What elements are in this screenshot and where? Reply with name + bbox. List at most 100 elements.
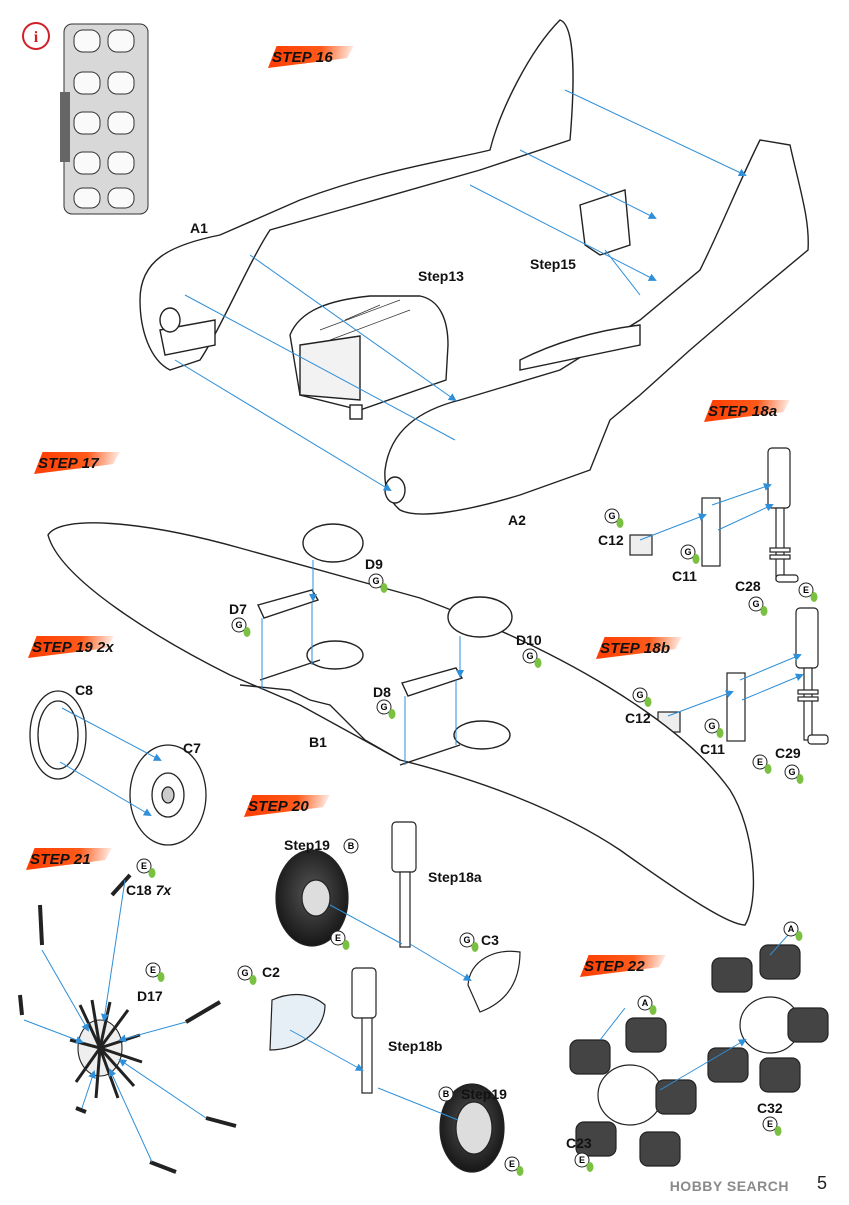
marker-e-d17: E <box>145 962 165 982</box>
label-c18: C18 7x <box>126 882 172 898</box>
watermark: HOBBY SEARCH <box>669 1178 789 1194</box>
svg-text:E: E <box>767 1119 773 1129</box>
label-c23: C23 <box>566 1135 592 1151</box>
label-d10: D10 <box>516 632 542 648</box>
marker-b-step19b: B <box>438 1086 454 1102</box>
label-a2: A2 <box>508 512 526 528</box>
label-c29: C29 <box>775 745 801 761</box>
marker-g-d7: G <box>231 617 251 637</box>
svg-text:E: E <box>803 585 809 595</box>
page-number: 5 <box>816 1173 827 1193</box>
svg-text:G: G <box>463 935 470 945</box>
step21-header: STEP 21 <box>26 848 112 870</box>
step22-header: STEP 22 <box>580 955 666 977</box>
label-c7: C7 <box>183 740 201 756</box>
step16-header: STEP 16 <box>268 46 354 68</box>
svg-text:G: G <box>708 721 715 731</box>
marker-e-c29: E <box>752 754 772 774</box>
label-c8: C8 <box>75 682 93 698</box>
landing-gear-18a <box>629 447 799 583</box>
label-d17: D17 <box>137 988 163 1004</box>
marker-b-step19a: B <box>343 838 359 854</box>
label-step13: Step13 <box>418 268 464 284</box>
fuselage-assembly <box>139 19 809 515</box>
svg-text:G: G <box>608 511 615 521</box>
label-c11-b: C11 <box>700 741 725 757</box>
svg-text:E: E <box>757 757 763 767</box>
marker-e-step20wheel: E <box>330 930 350 950</box>
engine-cylinders-c32 <box>707 944 829 1093</box>
marker-e-c18: E <box>136 858 156 878</box>
step19-quantity: 2x <box>96 638 114 656</box>
wheel-hub-assembly <box>29 690 207 846</box>
label-step19-b: Step19 <box>461 1086 507 1102</box>
step18b-header: STEP 18b <box>596 637 682 659</box>
sprue-markers: G G E G G G G G G G E G B E G G B E E E … <box>136 508 818 1176</box>
marker-g-c12b: G <box>632 687 652 707</box>
svg-text:G: G <box>372 576 379 586</box>
svg-text:G: G <box>636 690 643 700</box>
svg-text:G: G <box>526 651 533 661</box>
marker-e-c32: E <box>762 1116 782 1136</box>
marker-e-step20wheelb: E <box>504 1156 524 1176</box>
label-step15: Step15 <box>530 256 576 272</box>
marker-g-c12a: G <box>604 508 624 528</box>
marker-g-c3: G <box>459 932 479 952</box>
marker-g-c11a: G <box>680 544 700 564</box>
label-c18-quantity: 7x <box>155 882 172 898</box>
label-c12-b: C12 <box>625 710 651 726</box>
landing-gear-18b <box>657 607 829 745</box>
marker-a-c32: A <box>783 921 803 941</box>
label-d8: D8 <box>373 684 391 700</box>
label-b1: B1 <box>309 734 327 750</box>
svg-text:A: A <box>788 924 795 934</box>
svg-text:G: G <box>788 767 795 777</box>
label-step18b: Step18b <box>388 1038 443 1054</box>
label-c3: C3 <box>481 932 499 948</box>
marker-g-d8: G <box>376 699 396 719</box>
marker-g-c28b: G <box>748 596 768 616</box>
svg-text:E: E <box>509 1159 515 1169</box>
svg-text:E: E <box>150 965 156 975</box>
engine-reference-thumbnail <box>22 22 149 215</box>
marker-g-d9: G <box>368 573 388 593</box>
step18a-header: STEP 18a <box>704 400 790 422</box>
label-c11-a: C11 <box>672 568 697 584</box>
marker-g-c11b: G <box>704 718 724 738</box>
step20-assembly <box>269 821 521 1173</box>
svg-text:E: E <box>579 1155 585 1165</box>
info-icon <box>22 22 50 50</box>
svg-text:G: G <box>235 620 242 630</box>
label-a1: A1 <box>190 220 208 236</box>
label-step19-a: Step19 <box>284 837 330 853</box>
engine-cylinders-c23 <box>569 1017 697 1167</box>
label-c2: C2 <box>262 964 280 980</box>
svg-text:G: G <box>752 599 759 609</box>
label-c12-a: C12 <box>598 532 624 548</box>
wing-assembly <box>47 522 755 926</box>
step20-header: STEP 20 <box>244 795 330 817</box>
svg-text:B: B <box>348 841 355 851</box>
svg-text:E: E <box>335 933 341 943</box>
info-icon-glyph: i <box>34 29 39 46</box>
svg-text:G: G <box>684 547 691 557</box>
marker-g-c2: G <box>237 965 257 985</box>
label-c32: C32 <box>757 1100 783 1116</box>
marker-g-c29: G <box>784 764 804 784</box>
engine-pushrods <box>18 873 237 1174</box>
label-c28: C28 <box>735 578 761 594</box>
marker-g-d10: G <box>522 648 542 668</box>
step16-guide-lines <box>174 89 747 492</box>
step17-header: STEP 17 <box>34 452 120 474</box>
svg-text:A: A <box>642 998 649 1008</box>
marker-e-c28a: E <box>798 582 818 602</box>
marker-e-c23: E <box>574 1152 594 1172</box>
label-step18a: Step18a <box>428 869 482 885</box>
label-d9: D9 <box>365 556 383 572</box>
step17-guide-lines <box>261 560 464 765</box>
marker-a-c23: A <box>637 995 657 1015</box>
svg-text:E: E <box>141 861 147 871</box>
